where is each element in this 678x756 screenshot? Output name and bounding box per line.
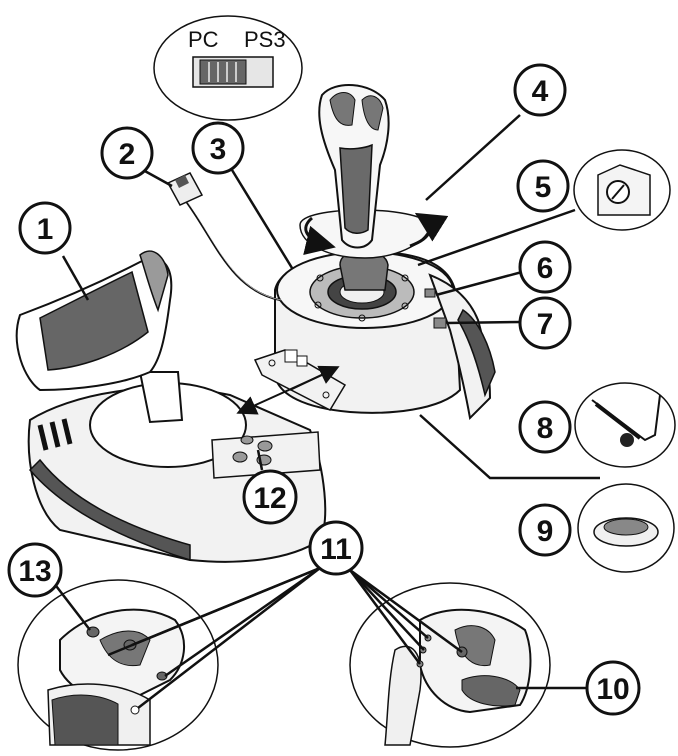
throttle-button-a bbox=[240, 435, 254, 445]
callout-3-label: 3 bbox=[210, 133, 227, 166]
callout-8-label: 8 bbox=[537, 412, 554, 445]
callout-6-label: 6 bbox=[537, 252, 554, 285]
callout-13-label: 13 bbox=[18, 555, 51, 588]
callout-4-label: 4 bbox=[532, 75, 549, 108]
callout-9: 9 bbox=[518, 503, 572, 557]
callout-1: 1 bbox=[18, 201, 72, 255]
callout-11: 11 bbox=[308, 520, 364, 576]
switch-label-ps3: PS3 bbox=[244, 27, 286, 52]
callout-2-label: 2 bbox=[119, 138, 136, 171]
callout-11-label: 11 bbox=[320, 533, 352, 566]
callout-5-label: 5 bbox=[535, 171, 552, 204]
callout-12-label: 12 bbox=[253, 482, 286, 515]
inset-9-wheel bbox=[577, 483, 675, 573]
inset-joystick-detail bbox=[349, 582, 551, 748]
callout-2: 2 bbox=[100, 126, 154, 180]
leader-lines bbox=[49, 114, 600, 709]
throttle-unit bbox=[15, 250, 327, 563]
joystick-button-7 bbox=[433, 317, 447, 329]
callout-10: 10 bbox=[585, 660, 641, 716]
inset-5-screw bbox=[573, 149, 671, 231]
callout-12: 12 bbox=[242, 469, 298, 525]
throttle-button-c bbox=[232, 451, 248, 463]
usb-plug bbox=[166, 172, 204, 206]
inset-throttle-detail bbox=[17, 579, 219, 751]
switch-slider bbox=[199, 59, 247, 85]
switch-label-pc: PC bbox=[188, 27, 219, 52]
mode-switch-inset: PC PS3 bbox=[153, 15, 303, 121]
callout-3: 3 bbox=[191, 121, 245, 175]
callout-8: 8 bbox=[518, 400, 572, 454]
callout-4: 4 bbox=[513, 63, 567, 117]
callout-9-label: 9 bbox=[537, 515, 554, 548]
callout-7-label: 7 bbox=[537, 308, 554, 341]
callout-5: 5 bbox=[516, 159, 570, 213]
throttle-button-b bbox=[257, 440, 273, 452]
callout-13: 13 bbox=[7, 542, 63, 598]
callout-10-label: 10 bbox=[596, 673, 629, 706]
callout-6: 6 bbox=[518, 240, 572, 294]
inset-8-hex-key bbox=[574, 382, 676, 468]
joystick-button-6 bbox=[424, 288, 436, 298]
callout-1-label: 1 bbox=[37, 213, 54, 246]
callout-7: 7 bbox=[518, 296, 572, 350]
